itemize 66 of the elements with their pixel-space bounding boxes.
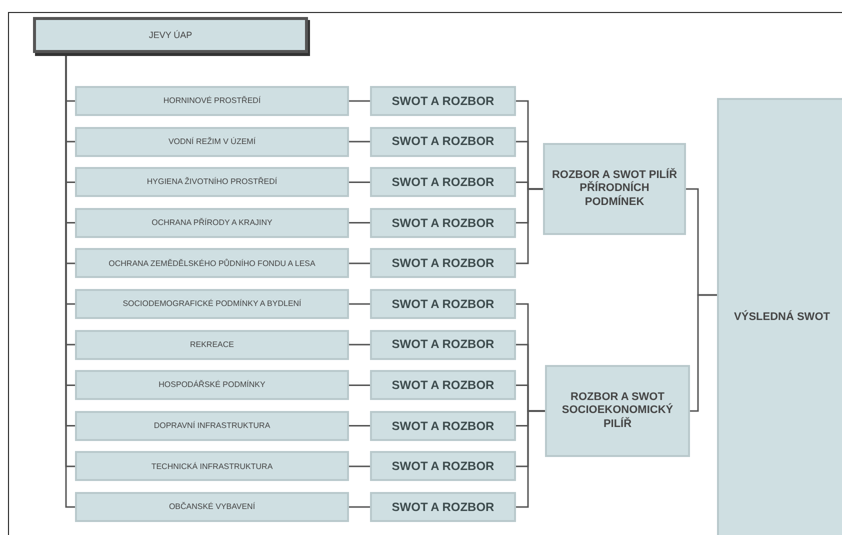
- topic-box: [75, 248, 349, 278]
- connector-line: [349, 222, 370, 224]
- analysis-box: [370, 370, 516, 400]
- connector-line: [349, 344, 370, 346]
- box-label: SWOT A ROZBOR: [390, 256, 496, 271]
- topic-box: [75, 126, 349, 157]
- box-label: HYGIENA ŽIVOTNÍHO PROSTŘEDÍ: [146, 177, 278, 187]
- analysis-box: [370, 167, 516, 198]
- connector-line: [690, 294, 717, 412]
- connector-line: [349, 262, 370, 264]
- box-label: SWOT A ROZBOR: [390, 378, 496, 392]
- connector-line: [349, 140, 370, 142]
- analysis-box: [370, 126, 516, 157]
- analysis-box: [370, 248, 516, 278]
- box-label: SWOT A ROZBOR: [390, 174, 496, 190]
- topic-box: [75, 208, 349, 238]
- box-label: HORNINOVÉ PROSTŘEDÍ: [162, 96, 262, 106]
- box-label: REKREACE: [188, 340, 235, 350]
- analysis-box: [370, 330, 516, 360]
- topic-box: [75, 330, 349, 360]
- box-label: SWOT A ROZBOR: [390, 134, 496, 149]
- box-label: SWOT A ROZBOR: [390, 296, 496, 312]
- connector-line: [349, 506, 370, 508]
- connector-line: [516, 188, 543, 264]
- box-label: OCHRANA PŘÍRODY A KRAJINY: [150, 218, 274, 228]
- connector-line: [516, 410, 545, 508]
- box-label: SWOT A ROZBOR: [390, 459, 496, 474]
- analysis-box: [370, 86, 516, 116]
- box-label: VODNÍ REŽIM V ÚZEMÍ: [167, 136, 257, 146]
- box-label: SWOT A ROZBOR: [390, 94, 496, 108]
- box-label: VÝSLEDNÁ SWOT: [733, 311, 831, 325]
- analysis-box: [370, 208, 516, 238]
- topic-box: [75, 370, 349, 400]
- topic-box: [75, 86, 349, 116]
- topic-box: [75, 410, 349, 441]
- box-label: SWOT A ROZBOR: [390, 337, 496, 352]
- box-label: TECHNICKÁ INFRASTRUKTURA: [150, 462, 274, 472]
- analysis-box: [370, 451, 516, 482]
- box-label: SOCIODEMOGRAFICKÉ PODMÍNKY A BYDLENÍ: [122, 299, 302, 309]
- result-box: [717, 98, 842, 535]
- box-label: SWOT A ROZBOR: [390, 216, 496, 230]
- box-label: SWOT A ROZBOR: [390, 500, 496, 514]
- box-label: ROZBOR A SWOT SOCIOEKONOMICKÝ PILÍŘ: [560, 391, 674, 431]
- box-label: OBČANSKÉ VYBAVENÍ: [168, 502, 256, 512]
- topic-box: [75, 451, 349, 482]
- connector-line: [349, 466, 370, 468]
- box-label: OCHRANA ZEMĚDĚLSKÉHO PŮDNÍHO FONDU A LESA: [108, 258, 316, 268]
- box-label: SWOT A ROZBOR: [390, 418, 496, 433]
- connector-line: [349, 425, 370, 427]
- box-label: HOSPODÁŘSKÉ PODMÍNKY: [158, 380, 266, 390]
- box-label: ROZBOR A SWOT PILÍŘ PŘÍRODNÍCH PODMÍNEK: [550, 169, 678, 209]
- pillar-box: [543, 143, 686, 235]
- analysis-box: [370, 410, 516, 441]
- topic-box: [75, 492, 349, 522]
- box-label: DOPRAVNÍ INFRASTRUKTURA: [152, 421, 272, 431]
- topic-box: [75, 167, 349, 198]
- topic-box: [75, 289, 349, 319]
- connector-line: [349, 181, 370, 183]
- connector-line: [349, 100, 370, 102]
- connector-line: [349, 384, 370, 386]
- box-label: JEVY ÚAP: [148, 30, 194, 40]
- root-box: [33, 17, 308, 53]
- pillar-box: [545, 365, 690, 457]
- analysis-box: [370, 492, 516, 522]
- connector-line: [349, 303, 370, 305]
- analysis-box: [370, 289, 516, 319]
